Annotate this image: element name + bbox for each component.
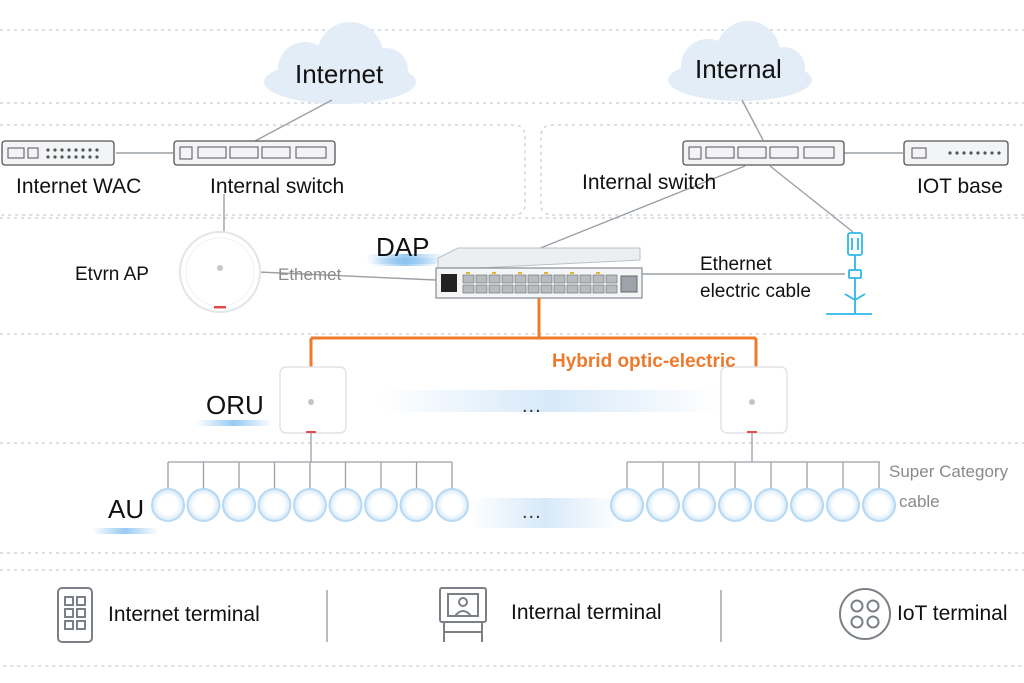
ethernet-electric-label-2: electric cable [700,281,811,302]
switch-right-icon [682,140,845,166]
au-row-right [610,488,896,522]
dap-device-icon [435,247,643,299]
oru-ellipsis: ... [522,395,542,417]
au-node-icon [862,488,896,522]
ap-label: Etvrn AP [75,264,149,285]
au-node-icon [293,488,327,522]
link-internet-switch [254,99,333,142]
switch-right-label: Internal switch [582,171,717,194]
switch-left-label: Internal switch [210,175,345,198]
au-row-left [151,488,469,522]
oru-left-icon [279,366,347,434]
internet-terminal-label: Internet terminal [108,603,260,626]
frame-internet-zone [0,124,526,216]
oru-glow [196,420,272,426]
au-node-icon [790,488,824,522]
au-label: AU [108,494,145,524]
au-node-icon [222,488,256,522]
au-node-icon [754,488,788,522]
iot-base-icon [903,140,1009,166]
au-node-icon [718,488,752,522]
au-node-icon [610,488,644,522]
display-terminal-icon [439,587,487,642]
iot-icon [839,588,891,640]
hybrid-cable [309,298,758,368]
ethernet-electric-cable-icon [826,232,872,315]
au-streak [470,498,620,528]
cloud-internal-icon [668,21,812,101]
oru-streak [380,390,720,412]
au-node-icon [186,488,221,522]
cloud-internet-icon [264,22,416,104]
au-node-icon [257,488,292,522]
ethernet-electric-label-1: Ethernet [700,254,772,275]
cloud-internal-label: Internal [695,54,782,84]
au-node-icon [826,488,860,522]
internal-terminal-label: Internal terminal [511,601,662,624]
au-ellipsis: ... [522,501,542,523]
terminal-separators [326,590,722,642]
frame-terminals [0,569,1024,667]
dap-label: DAP [376,232,430,262]
au-node-icon [399,488,434,522]
link-internal-switch [741,99,764,141]
au-node-icon [435,488,469,522]
au-node-icon [682,488,716,522]
iot-terminal-label: IoT terminal [897,602,1008,625]
wac-device-icon [1,140,115,166]
section-frames [0,29,1024,667]
ethernet-label: Ethemet [278,265,342,284]
oru-label: ORU [206,390,264,420]
au-node-icon [151,488,185,522]
wac-label: Internet WAC [16,175,142,198]
oru-right-icon [720,366,788,434]
au-node-icon [646,488,680,522]
iot-base-label: IOT base [917,175,1003,198]
au-node-icon [364,488,398,522]
cloud-internet-label: Internet [295,59,384,89]
switch-left-icon [173,140,336,166]
frame-internal-zone [540,124,1024,216]
ethernet-glow [372,258,438,266]
link-ap-dap [257,271,437,281]
tablet-icon [57,587,93,643]
link-switch-dap [537,165,746,250]
ap-device-icon [179,231,261,313]
au-node-icon [328,488,363,522]
gray-links [116,99,903,281]
au-tree-lines [167,433,880,489]
hybrid-cable-label: Hybrid optic-electric [552,351,736,372]
link-switch-iotcable [769,165,854,233]
au-glow [92,528,158,534]
super-category-label-2: cable [899,492,940,511]
super-category-label-1: Super Category [889,462,1009,481]
